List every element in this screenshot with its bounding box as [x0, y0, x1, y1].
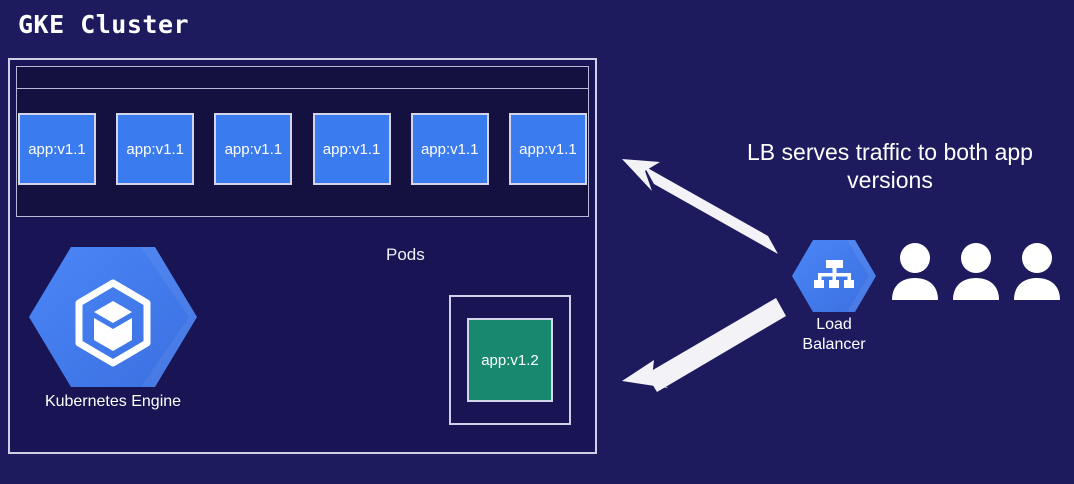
- kubernetes-engine-label: Kubernetes Engine: [44, 393, 182, 410]
- user-icon-3: [1014, 243, 1060, 300]
- pod-label: app:v1.1: [126, 140, 184, 158]
- new-pod-boundary: app:v1.2: [449, 295, 571, 425]
- lb-label-line1: Load: [816, 316, 852, 333]
- pod-row: app:v1.1 app:v1.1 app:v1.1 app:v1.1 app:…: [18, 113, 587, 185]
- kubernetes-engine-icon-group: Kubernetes Engine: [28, 243, 198, 418]
- pods-label: Pods: [386, 245, 425, 264]
- arrow-to-v1-2-pod: [622, 298, 786, 392]
- pod-label: app:v1.1: [420, 140, 479, 158]
- pod-app-v1-2[interactable]: app:v1.2: [467, 318, 553, 402]
- pod-app-v1-1[interactable]: app:v1.1: [18, 113, 96, 185]
- lb-caption: LB serves traffic to both app versions: [716, 138, 1064, 194]
- pod-app-v1-1[interactable]: app:v1.1: [116, 113, 195, 185]
- lb-caption-line1: LB serves traffic to both app: [747, 139, 1033, 165]
- user-icon-1: [892, 243, 938, 300]
- pod-app-v1-1[interactable]: app:v1.1: [410, 113, 489, 185]
- pod-label: app:v1.1: [28, 140, 86, 158]
- pod-app-v1-1[interactable]: app:v1.1: [312, 113, 391, 185]
- kubernetes-engine-icon: [29, 247, 197, 387]
- pod-app-v1-1[interactable]: app:v1.1: [214, 113, 293, 185]
- node-boundary: [16, 88, 589, 217]
- pod-app-v1-1[interactable]: app:v1.1: [508, 113, 587, 185]
- lb-label-line2: Balancer: [802, 336, 866, 353]
- load-balancer-group: Load Balancer: [786, 238, 882, 355]
- pod-label: app:v1.2: [481, 351, 539, 369]
- user-icon-2: [953, 243, 999, 300]
- load-balancer-label: Load Balancer: [786, 315, 882, 355]
- users-group: [890, 242, 1062, 304]
- load-balancer-icon: [792, 240, 876, 312]
- pod-label: app:v1.1: [322, 140, 381, 158]
- lb-caption-line2: versions: [847, 167, 933, 193]
- cluster-header-strip: [16, 66, 589, 88]
- pod-label: app:v1.1: [224, 140, 283, 158]
- pod-label: app:v1.1: [519, 140, 577, 158]
- page-title: GKE Cluster: [18, 10, 190, 39]
